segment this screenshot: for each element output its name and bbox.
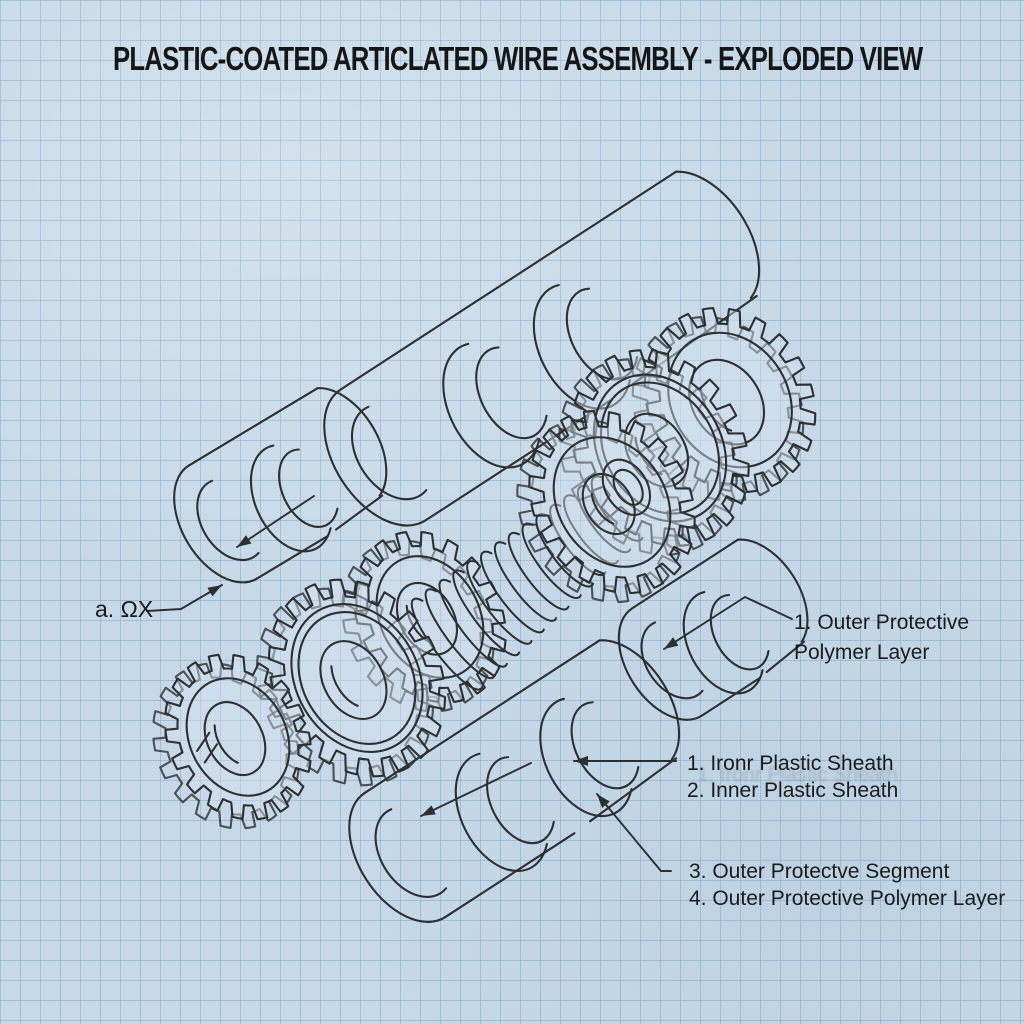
label-sheath: 1. Ironr Plastic Sheath 2. Inner Plastic… bbox=[687, 750, 898, 804]
shell-upper-small bbox=[154, 374, 412, 604]
leader-segment-arrowhead bbox=[597, 794, 610, 808]
leader-outer-polymer bbox=[661, 597, 792, 653]
label-outer-polymer-line2: Polymer Layer bbox=[794, 641, 930, 664]
arrow-shell-lower bbox=[419, 763, 531, 821]
label-outer-polymer: 1. Outer Protective Polymer Layer bbox=[794, 608, 969, 668]
gear-top-right-face bbox=[611, 276, 850, 524]
label-segment: 3. Outer Protectve Segment 4. Outer Prot… bbox=[689, 858, 1005, 912]
gear-left-big bbox=[222, 548, 480, 818]
gear-center-hub bbox=[484, 380, 728, 633]
arrow-shell-upper-arrowhead bbox=[237, 535, 252, 547]
gear-center-hub-face bbox=[496, 380, 728, 624]
ghost-text: 1. Ironr Plastic Sheath bbox=[697, 764, 898, 786]
label-sheath-line1: 1. Ironr Plastic Sheath bbox=[687, 752, 894, 775]
label-outer-polymer-line1: 1. Outer Protective bbox=[794, 611, 970, 634]
shell-lower-right-lower bbox=[326, 624, 708, 946]
leader-sheath-arrowhead bbox=[574, 756, 588, 766]
label-segment-line2: 4. Outer Protective Polymer Layer bbox=[689, 887, 1006, 910]
page-title: PLASTIC-COATED ARTICLATED WIRE ASSEMBLY … bbox=[113, 40, 923, 77]
shell-lower-right-upper bbox=[599, 525, 833, 741]
leader-segment bbox=[593, 791, 671, 871]
label-sheath-line2: 2. Inner Plastic Sheath bbox=[687, 779, 899, 802]
leader-sheath bbox=[574, 756, 676, 766]
arrow-shell-lower-arrowhead bbox=[421, 805, 436, 816]
gear-bottom-left bbox=[125, 629, 339, 854]
gear-bottom-left-face bbox=[137, 629, 339, 845]
leader-part-a bbox=[147, 581, 225, 611]
label-part-a: a. ΩX bbox=[95, 596, 153, 623]
gear-top-right bbox=[599, 276, 850, 533]
label-part-a-text: a. ΩX bbox=[95, 596, 154, 622]
arrow-shell-upper bbox=[234, 496, 314, 551]
leader-outer-polymer-arrowhead bbox=[664, 637, 679, 649]
leader-part-a-arrowhead bbox=[207, 585, 222, 597]
drawing-root bbox=[125, 155, 849, 947]
label-segment-line1: 3. Outer Protectve Segment bbox=[689, 860, 950, 883]
gear-left-big-face bbox=[234, 548, 480, 809]
